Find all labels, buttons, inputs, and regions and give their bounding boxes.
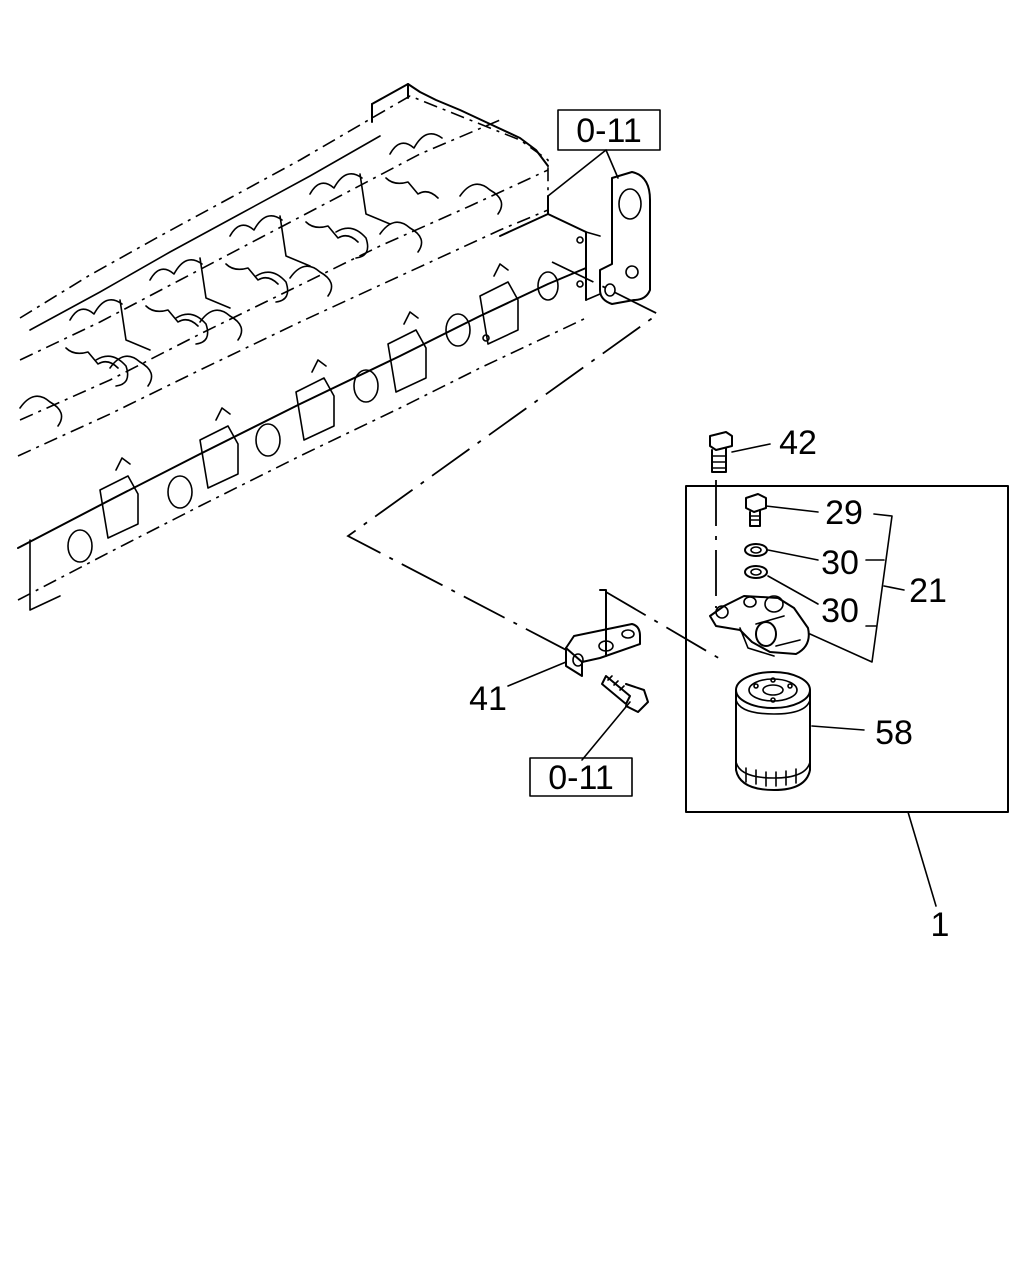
callout-30-upper: 30: [821, 544, 859, 582]
cylinder-head-drawing: [17, 83, 587, 611]
bolt-42-drawing: [709, 431, 733, 473]
reference-top-label: 0-11: [576, 112, 642, 150]
reference-box-top: 0-11: [557, 109, 661, 151]
leader-lines: [507, 149, 937, 907]
bleeder-screw-29-drawing: [745, 493, 767, 527]
callout-29: 29: [825, 494, 863, 532]
mounting-plate-drawing: [585, 171, 651, 305]
callout-30-lower: 30: [821, 592, 859, 630]
callout-58: 58: [875, 714, 913, 752]
reference-box-bottom: 0-11: [529, 757, 633, 797]
callout-21: 21: [909, 572, 947, 610]
bracket-bolt-drawing: [601, 675, 649, 713]
bracket-drawing: [565, 589, 641, 677]
filter-head-drawing: [709, 595, 810, 657]
callout-41: 41: [469, 680, 507, 718]
callout-1: 1: [931, 906, 950, 944]
reference-bottom-label: 0-11: [548, 759, 614, 797]
washer-30-lower: [744, 565, 768, 579]
callout-42: 42: [779, 424, 817, 462]
washer-30-upper: [744, 543, 768, 557]
assembly-frame: [685, 485, 1009, 813]
oil-filter-58-drawing: [735, 671, 811, 791]
assembly-lines: [346, 261, 723, 661]
